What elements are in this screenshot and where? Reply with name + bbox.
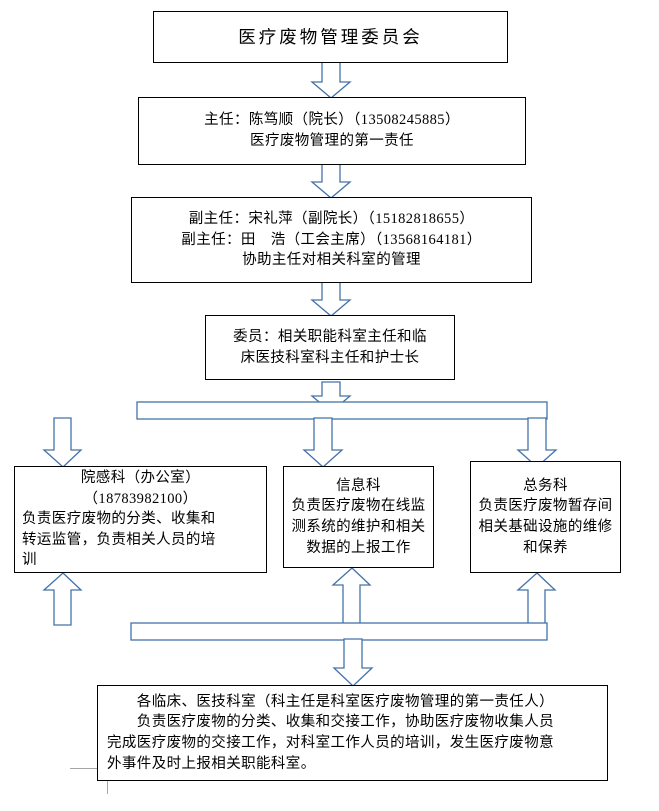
general-affairs-department: 总务科 (523, 477, 568, 494)
clinical-line-3: 完成医疗废物的交接工作，对科室工作人员的培训，发生医疗废物意 (107, 735, 554, 751)
director-line-1: 主任：陈笃顺（院长）（13508245885） (204, 112, 460, 129)
clinical-line-2: 负责医疗废物的分类、收集和交接工作，协助医疗废物收集人员 (107, 714, 554, 731)
bottom-distribution-bar (130, 622, 548, 641)
information-duty-line-1: 负责医疗废物在线监 (291, 498, 426, 515)
decorative-corner-line-horizontal (70, 768, 108, 769)
node-clinical-departments: 各临床、医技科室（科主任是科室医疗废物管理的第一责任人） 负责医疗废物的分类、收… (97, 685, 608, 781)
node-information: 信息科 负责医疗废物在线监 测系统的维护和相关 数据的上报工作 (283, 466, 434, 568)
arrow-bus-to-information (302, 417, 344, 468)
arrow-members-to-bus (310, 381, 352, 413)
arrow-bus-to-clinical-departments (332, 638, 374, 687)
arrow-bus-to-general-affairs (516, 417, 558, 468)
deputy-line-1: 副主任：宋礼萍（副院长）（15182818655） (188, 211, 475, 228)
information-duty-line-2: 测系统的维护和相关 (291, 519, 426, 535)
arrow-general-affairs-to-lower-bus (516, 572, 557, 626)
director-line-2: 医疗废物管理的第一责任 (250, 133, 414, 149)
information-department: 信息科 (336, 477, 381, 494)
members-line-2: 床医技科室科主任和护士长 (240, 349, 420, 366)
arrow-deputy-to-members (310, 281, 352, 317)
node-director: 主任：陈笃顺（院长）（13508245885） 医疗废物管理的第一责任 (138, 97, 526, 165)
members-line-1: 委员：相关职能科室主任和临 (233, 328, 427, 345)
infection-control-duty-line-2: 转运监管，负责相关人员的培 (22, 531, 216, 548)
infection-control-duty-line-3: 训 (22, 552, 37, 569)
node-committee: 医疗废物管理委员会 (153, 11, 508, 63)
arrow-infection-control-to-lower-bus (42, 572, 83, 626)
infection-control-duty-line-1: 负责医疗废物的分类、收集和 (22, 511, 216, 528)
arrow-director-to-deputy (310, 163, 352, 199)
information-duty-line-3: 数据的上报工作 (306, 539, 411, 556)
general-affairs-duty-line-1: 负责医疗废物暂存间 (478, 498, 613, 515)
node-infection-control: 院感科（办公室） （18783982100） 负责医疗废物的分类、收集和 转运监… (14, 466, 267, 573)
infection-control-department: 院感科（办公室） (80, 470, 201, 487)
deputy-line-2: 副主任：田 浩（工会主席）（13568164181） (181, 231, 482, 248)
general-affairs-duty-line-3: 和保养 (523, 539, 568, 556)
clinical-line-1: 各临床、医技科室（科主任是科室医疗废物管理的第一责任人） (107, 693, 554, 710)
arrow-committee-to-director (310, 61, 352, 99)
arrow-bus-to-infection-control (42, 417, 83, 468)
deputy-line-3: 协助主任对相关科室的管理 (242, 252, 421, 269)
general-affairs-duty-line-2: 相关基础设施的维修 (478, 519, 613, 535)
node-deputy-directors: 副主任：宋礼萍（副院长）（15182818655） 副主任：田 浩（工会主席）（… (131, 197, 532, 283)
infection-control-phone: （18783982100） (83, 490, 198, 507)
committee-title: 医疗废物管理委员会 (238, 26, 423, 47)
node-general-affairs: 总务科 负责医疗废物暂存间 相关基础设施的维修 和保养 (470, 461, 621, 573)
decorative-corner-line-vertical (107, 768, 108, 794)
top-distribution-bar (136, 401, 548, 420)
node-members: 委员：相关职能科室主任和临 床医技科室科主任和护士长 (205, 315, 455, 380)
clinical-line-4: 外事件及时上报相关职能科室。 (107, 755, 316, 772)
arrow-information-to-lower-bus (331, 567, 372, 626)
